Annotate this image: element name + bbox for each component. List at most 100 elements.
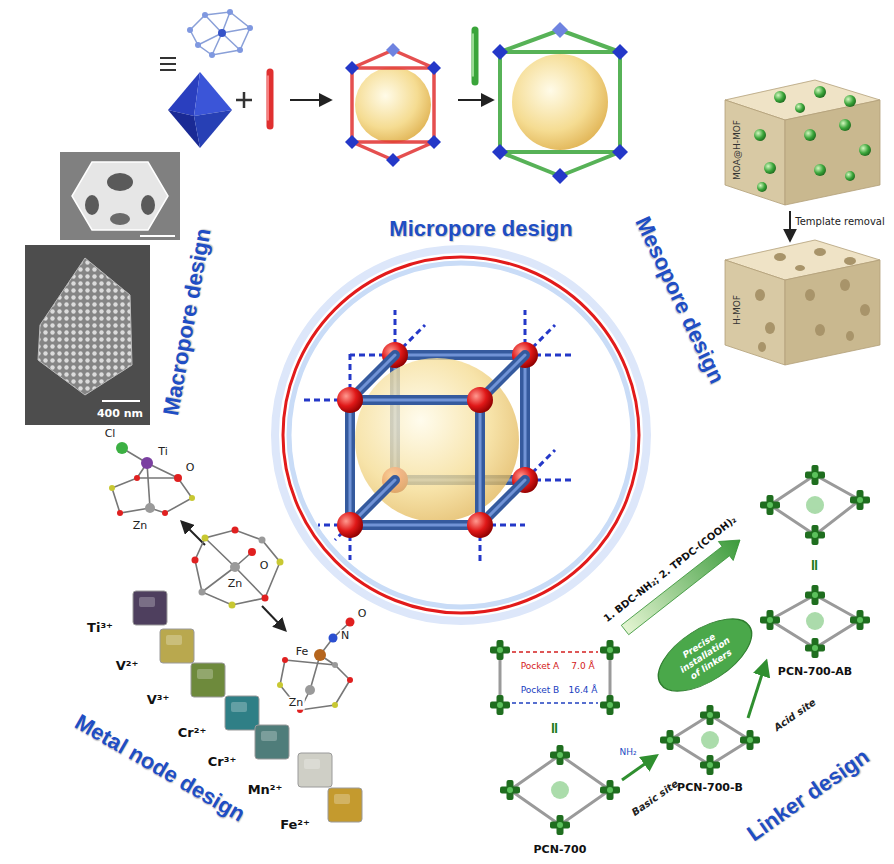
zr-cluster — [805, 465, 825, 485]
section-title: Macropore design — [158, 227, 216, 418]
small-cage — [386, 43, 400, 57]
scale-label: 400 nm — [97, 408, 143, 421]
zr-cluster — [805, 525, 825, 545]
crystal-photos — [133, 591, 167, 625]
atom-label: O — [185, 462, 196, 475]
zn-atoms — [229, 602, 236, 609]
section-title: Linker design — [742, 744, 874, 847]
zr-cluster — [700, 755, 720, 775]
framework-label: PCN-700-B — [677, 782, 743, 795]
hierarchical-block — [725, 240, 880, 365]
zn-atoms — [232, 527, 239, 534]
pocket-a-line — [512, 651, 598, 653]
ti-atoms — [141, 457, 153, 469]
process-arrow — [789, 211, 791, 240]
distance-label: 16.4 Å — [567, 685, 598, 695]
zr-cluster — [660, 730, 680, 750]
small-cage — [355, 67, 431, 143]
template-spheres — [814, 164, 826, 176]
red-linker — [267, 76, 269, 120]
fe-structure — [280, 622, 350, 710]
cube-front-nodes — [337, 512, 363, 538]
ion-label: V³⁺ — [147, 693, 170, 708]
small-cage — [345, 43, 441, 167]
process-arrow — [458, 99, 492, 101]
sample-label: MOA@H-MOF — [732, 120, 742, 180]
sem-image — [102, 400, 140, 402]
zn-atoms — [248, 548, 256, 556]
small-cage — [386, 153, 400, 167]
zn-atoms — [202, 535, 209, 542]
central-ring — [289, 263, 633, 607]
small-cage — [345, 135, 359, 149]
fe-atoms — [332, 662, 338, 668]
zr-cluster — [550, 745, 570, 765]
zn-atoms — [199, 589, 206, 596]
process-arrow — [262, 606, 285, 630]
atom-label: Zn — [132, 520, 149, 533]
ion-label: Cr²⁺ — [178, 726, 207, 741]
ion-label: Ti³⁺ — [87, 621, 113, 636]
mesopore-holes — [860, 304, 870, 316]
template-spheres — [844, 95, 856, 107]
mesopore-holes — [765, 322, 775, 334]
zr-cluster — [760, 495, 780, 515]
sample-label: H-MOF — [732, 295, 742, 325]
mesopore-holes — [795, 265, 805, 271]
octahedron-node — [168, 110, 200, 148]
atom-label: Zn — [288, 697, 305, 710]
fe-atoms — [314, 649, 326, 661]
fe-atoms — [346, 618, 355, 627]
ti-atoms — [174, 474, 182, 482]
ti-atoms — [109, 485, 115, 491]
red-linker — [267, 72, 274, 126]
zr-cluster — [760, 610, 780, 630]
section-title: Mesopore design — [630, 213, 729, 388]
pocket-label: Pocket A — [520, 661, 561, 671]
pocket-b-line — [512, 702, 598, 704]
atom-label: Zn — [227, 578, 244, 591]
ti-atoms — [116, 442, 128, 454]
cube-front-edges — [350, 355, 525, 525]
atom-label: N — [340, 630, 350, 643]
mesopore-holes — [814, 248, 826, 256]
central-ring — [275, 249, 647, 621]
ion-label: V²⁺ — [116, 659, 139, 674]
fe-structure — [280, 622, 350, 710]
zn-atoms — [192, 527, 284, 609]
mesopore-holes — [774, 253, 786, 261]
step-arrow — [622, 756, 656, 780]
crystal-shine — [166, 635, 182, 645]
sem-image — [141, 195, 155, 215]
fe-atoms — [332, 702, 338, 708]
cube-front-edges — [350, 355, 525, 525]
equivalence-symbol — [160, 58, 176, 70]
sem-image — [38, 258, 132, 395]
zn-atoms — [259, 537, 266, 544]
atom-label: O — [259, 560, 270, 573]
sem-image — [107, 173, 133, 191]
template-spheres — [804, 129, 816, 141]
equals-sign: = — [546, 721, 564, 734]
plus-symbol — [236, 92, 252, 108]
cube-front-nodes — [337, 387, 493, 538]
framework-links — [500, 475, 860, 825]
zr-cluster — [600, 640, 620, 660]
zr-cluster — [740, 730, 760, 750]
group-label: NH₂ — [619, 747, 636, 757]
template-spheres — [839, 119, 851, 131]
zr-cluster — [850, 610, 870, 630]
pore-blob — [806, 496, 824, 514]
crystal-shine — [139, 597, 155, 607]
fe-atoms — [347, 677, 353, 683]
framework-label: PCN-700 — [534, 844, 587, 857]
pore-blob — [806, 612, 824, 630]
atom-label: Fe — [295, 646, 310, 659]
pocket-label: Pocket B — [520, 685, 561, 695]
template-spheres — [757, 182, 767, 192]
micro-network — [237, 47, 243, 53]
mesopore-holes — [840, 279, 850, 291]
crystal-photos — [225, 696, 259, 730]
crystal-photos — [328, 788, 362, 822]
